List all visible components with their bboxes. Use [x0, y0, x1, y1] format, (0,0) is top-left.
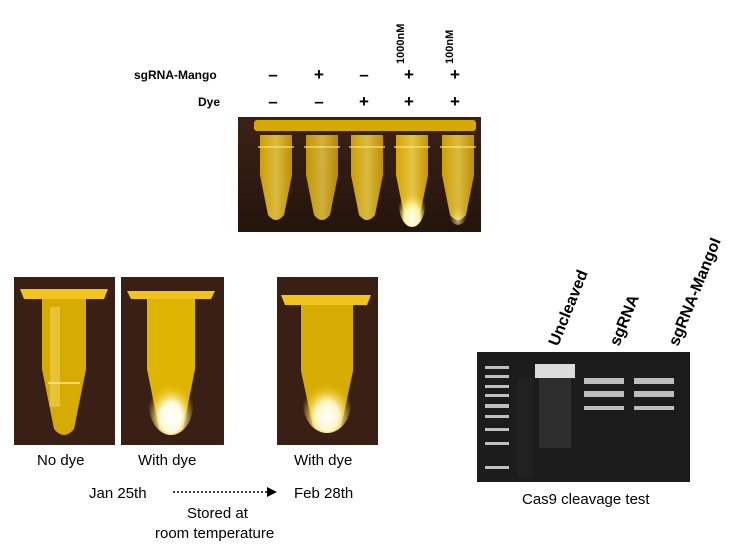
sign-mango-1: – — [268, 65, 278, 84]
row-label-dye: Dye — [198, 95, 221, 109]
sign-mango-2: + — [314, 65, 324, 84]
gel-image — [477, 352, 690, 482]
sign-dye-4: + — [404, 92, 414, 111]
start-date: Jan 25th — [89, 485, 147, 502]
gel-lane-label-sgrna-mangoi: sgRNA-MangoI — [666, 235, 725, 349]
sign-mango-3: – — [359, 65, 369, 84]
storage-arrow — [173, 484, 279, 500]
sign-dye-5: + — [450, 92, 460, 111]
tube-photo-no-dye — [14, 277, 115, 445]
caption-with-dye-2: With dye — [294, 452, 353, 469]
sign-mango-4: + — [404, 65, 414, 84]
sign-dye-2: – — [314, 92, 324, 111]
tube-photo-with-dye-feb — [277, 277, 378, 445]
storage-note-line2: room temperature — [155, 525, 275, 542]
sign-mango-5: + — [450, 65, 460, 84]
end-date: Feb 28th — [294, 485, 354, 502]
storage-note-line1: Stored at — [187, 505, 248, 522]
row-label-sgrna-mango: sgRNA-Mango — [134, 68, 217, 82]
sign-dye-3: + — [359, 92, 369, 111]
conc-label-100nm: 100nM — [444, 29, 456, 64]
sign-dye-1: – — [268, 92, 278, 111]
gel-caption: Cas9 cleavage test — [522, 491, 650, 508]
caption-with-dye-1: With dye — [138, 452, 197, 469]
gel-lane-label-uncleaved: Uncleaved — [546, 267, 592, 349]
caption-no-dye: No dye — [37, 452, 85, 469]
tube-row-photo — [238, 117, 481, 232]
conc-label-1000nm: 1000nM — [395, 23, 407, 64]
tube-photo-with-dye-jan — [121, 277, 224, 445]
gel-lane-label-sgrna: sgRNA — [607, 292, 643, 349]
